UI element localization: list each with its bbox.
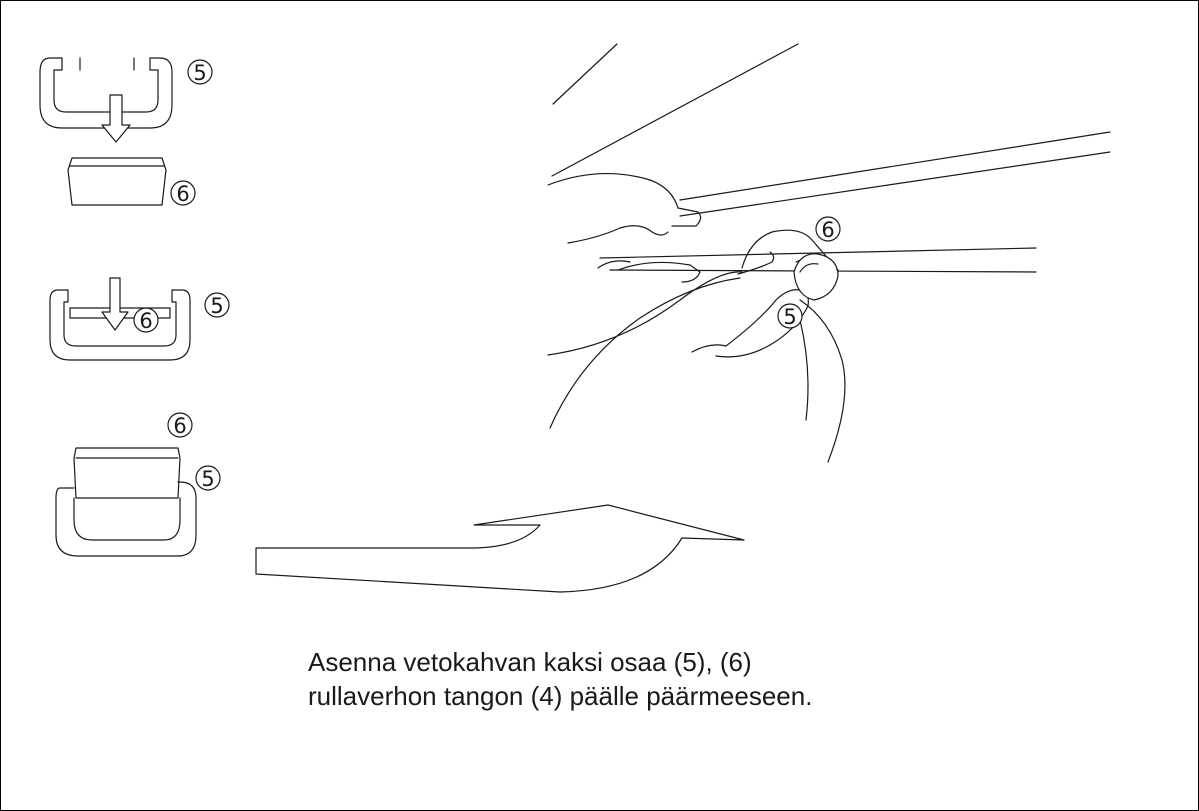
svg-text:5: 5 bbox=[210, 294, 223, 318]
main-label-6: 6 bbox=[816, 217, 840, 242]
svg-text:6: 6 bbox=[821, 218, 834, 242]
svg-text:5: 5 bbox=[783, 305, 796, 329]
step1-down-arrow bbox=[102, 95, 130, 142]
svg-text:5: 5 bbox=[201, 467, 214, 491]
step1-label-5: 5 bbox=[188, 60, 212, 85]
instruction-caption: Asenna vetokahvan kaksi osaa (5), (6) ru… bbox=[308, 645, 812, 713]
curved-direction-arrow bbox=[256, 505, 744, 592]
step2-label-6: 6 bbox=[134, 308, 158, 333]
step2-down-arrow bbox=[102, 278, 128, 330]
svg-text:5: 5 bbox=[193, 61, 206, 85]
step1-handle-part5 bbox=[40, 58, 172, 128]
step1-cap-part6 bbox=[68, 158, 166, 205]
step2-label-5: 5 bbox=[205, 293, 229, 318]
svg-text:6: 6 bbox=[176, 182, 189, 206]
step3-label-5: 5 bbox=[196, 466, 220, 491]
installed-handle bbox=[794, 254, 838, 300]
main-label-5: 5 bbox=[778, 304, 802, 329]
svg-text:6: 6 bbox=[173, 414, 186, 438]
svg-text:6: 6 bbox=[139, 309, 152, 333]
caption-line-1: Asenna vetokahvan kaksi osaa (5), (6) bbox=[308, 645, 812, 679]
caption-line-2: rullaverhon tangon (4) päälle päärmeesee… bbox=[308, 679, 812, 713]
step3-label-6: 6 bbox=[168, 413, 192, 438]
left-hand bbox=[548, 174, 742, 428]
step3-assembled-handle bbox=[56, 448, 196, 556]
step1-label-6: 6 bbox=[171, 181, 195, 206]
